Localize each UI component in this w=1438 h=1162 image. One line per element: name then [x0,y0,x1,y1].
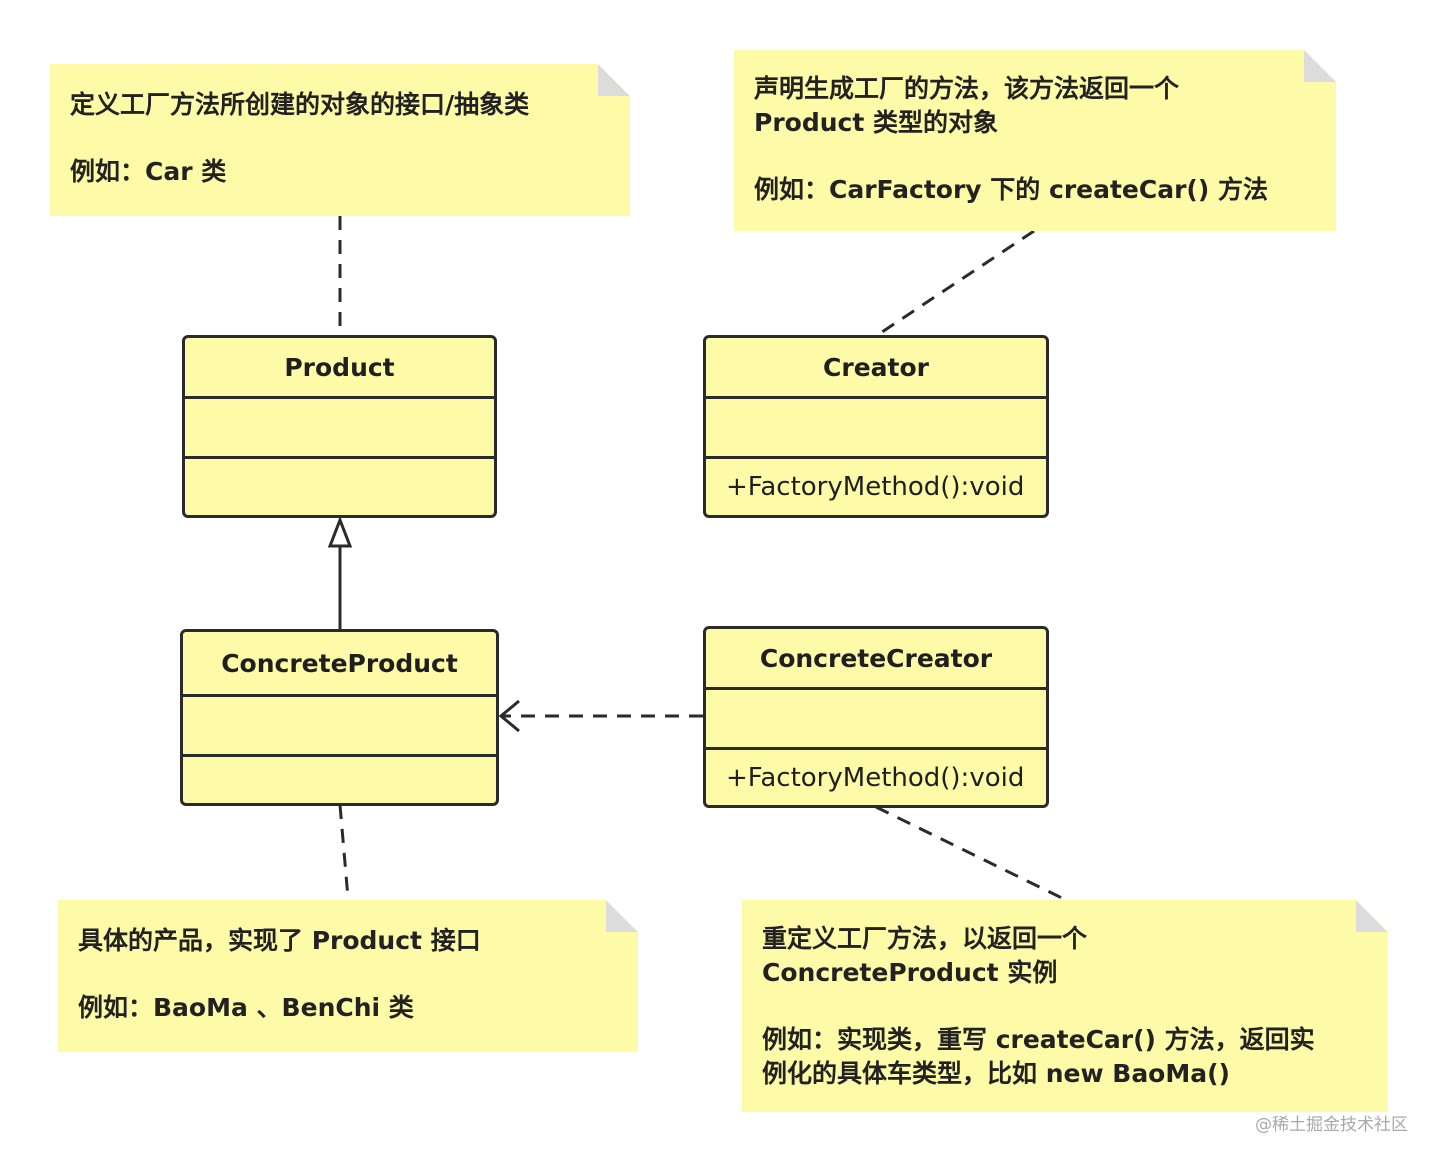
class-concrete-product-name: ConcreteProduct [221,648,458,678]
class-product[interactable]: Product [182,335,497,518]
class-creator-attributes [706,396,1046,456]
note-creator-text: 声明生成工厂的方法，该方法返回一个 Product 类型的对象 [754,74,1180,137]
class-creator[interactable]: Creator +FactoryMethod():void [703,335,1049,518]
inheritance-arrowhead [327,515,353,548]
class-concrete-product-attributes [183,694,496,754]
note-creator: 声明生成工厂的方法，该方法返回一个 Product 类型的对象 例如：CarFa… [734,50,1336,231]
note-product: 定义工厂方法所创建的对象的接口/抽象类 例如：Car 类 [50,64,630,216]
note-anchor-creator [875,229,1035,338]
note-concrete-creator-example: 例如：实现类，重写 createCar() 方法，返回实 例化的具体车类型，比如… [762,1025,1315,1088]
class-concrete-product-operations [183,754,496,803]
note-concrete-product: 具体的产品，实现了 Product 接口 例如：BaoMa 、BenChi 类 [58,900,638,1052]
note-product-text: 定义工厂方法所创建的对象的接口/抽象类 [70,90,530,119]
note-concrete-creator-text: 重定义工厂方法，以返回一个 ConcreteProduct 实例 [762,924,1088,987]
class-product-operations [185,456,494,515]
class-product-attributes [185,396,494,456]
watermark: @稀土掘金技术社区 [1255,1115,1408,1135]
class-concrete-product[interactable]: ConcreteProduct [180,629,499,806]
class-concrete-creator-name: ConcreteCreator [759,643,993,673]
class-creator-operation: +FactoryMethod():void [706,456,1046,515]
note-concrete-creator: 重定义工厂方法，以返回一个 ConcreteProduct 实例 例如：实现类，… [742,900,1388,1112]
class-concrete-creator-operation: +FactoryMethod():void [706,747,1046,805]
note-concrete-product-example: 例如：BaoMa 、BenChi 类 [78,993,414,1022]
note-creator-example: 例如：CarFactory 下的 createCar() 方法 [754,175,1268,204]
class-creator-name: Creator [823,352,929,382]
class-concrete-creator-attributes [706,687,1046,747]
note-anchor-concrete-product [338,804,350,899]
note-concrete-product-text: 具体的产品，实现了 Product 接口 [78,926,481,955]
note-product-example: 例如：Car 类 [70,157,227,186]
class-product-name: Product [284,352,395,382]
note-anchor-concrete-creator [875,805,1067,902]
class-concrete-creator[interactable]: ConcreteCreator +FactoryMethod():void [703,626,1049,808]
dependency-arrowhead [498,699,520,733]
